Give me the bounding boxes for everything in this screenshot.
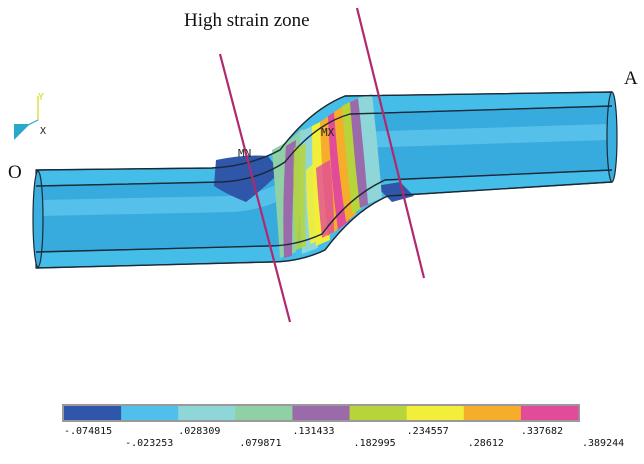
pipe-inner-top-edge	[35, 105, 613, 187]
pipe-model: MN MX	[32, 91, 618, 269]
triad-y-label: Y	[38, 92, 44, 103]
legend-swatch	[349, 406, 408, 420]
transition-contours	[272, 94, 382, 258]
legend-tick-label: .182995	[354, 438, 396, 449]
legend-tick-label: .028309	[178, 426, 220, 437]
legend-swatch	[64, 406, 122, 420]
legend-tick-label: -.074815	[64, 426, 112, 437]
pipe-bottom-edge	[35, 181, 613, 269]
legend-swatch	[178, 406, 236, 420]
triad-z-label: Z	[14, 126, 20, 137]
point-o-label: O	[8, 162, 22, 183]
contour-legend: -.074815 .028309 .131433 .234557 .337682 -.0…	[62, 404, 624, 449]
legend-swatch	[463, 406, 522, 420]
legend-tick-label: .28612	[468, 438, 504, 449]
point-a-label: A	[624, 68, 638, 89]
pipe-end-o	[32, 170, 44, 268]
legend-swatch	[292, 406, 351, 420]
pipe-highlight	[40, 124, 608, 216]
axis-triad: Y Z X	[13, 92, 46, 140]
zone-boundary-right	[355, 7, 426, 279]
legend-tick-label: -.023253	[125, 438, 173, 449]
triad-x-label: X	[40, 126, 46, 137]
legend-tick-label: .079871	[239, 438, 281, 449]
legend-swatch	[235, 406, 293, 420]
legend-swatch	[520, 406, 579, 420]
legend-tick-label: .234557	[407, 426, 449, 437]
zone-boundary-left	[218, 53, 292, 323]
pipe-inner-bottom-edge	[35, 169, 613, 253]
legend-swatch	[121, 406, 179, 420]
legend-tick-label: .389244	[582, 438, 624, 449]
legend-tick-label: .337682	[521, 426, 563, 437]
legend-tick-label: .131433	[292, 426, 334, 437]
max-marker: MX	[321, 126, 335, 139]
pipe-top-edge	[35, 91, 613, 171]
legend-swatch	[406, 406, 465, 420]
zone-label: High strain zone	[184, 10, 310, 31]
